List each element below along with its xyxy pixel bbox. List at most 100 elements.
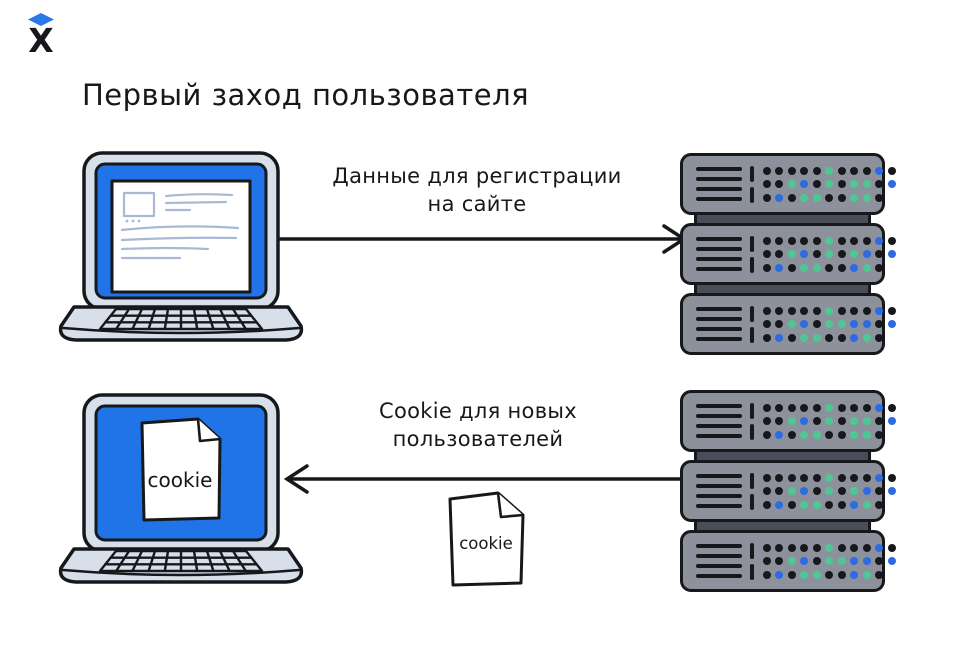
led-dot: [787, 180, 796, 188]
led-dot: [837, 166, 846, 175]
led-dot: [775, 473, 783, 482]
led-dot: [862, 570, 871, 579]
led-dot: [825, 306, 833, 315]
arrow-left: [281, 463, 693, 499]
vent-line: [696, 574, 742, 578]
led-dot: [800, 403, 808, 412]
led-dot: [887, 180, 896, 188]
led-dot: [775, 236, 783, 245]
led-dot: [887, 403, 896, 412]
server-led-panel: [762, 543, 896, 579]
led-dot: [875, 430, 883, 439]
led-dot: [762, 570, 771, 579]
led-dot: [787, 417, 796, 425]
led-dot: [875, 306, 883, 315]
led-dot: [875, 166, 883, 175]
led-dot: [812, 180, 821, 188]
led-dot: [825, 543, 833, 552]
led-dot: [812, 557, 821, 565]
led-dot: [837, 320, 846, 328]
divider-segment: [750, 256, 754, 273]
led-dot: [762, 473, 771, 482]
led-row: [762, 487, 896, 495]
led-dot: [787, 333, 796, 342]
led-dot: [775, 430, 783, 439]
vent-line: [696, 434, 742, 438]
led-dot: [862, 306, 871, 315]
led-dot: [812, 403, 821, 412]
led-dot: [762, 193, 771, 202]
led-dot: [862, 473, 871, 482]
led-dot: [887, 417, 896, 425]
vent-line: [696, 564, 742, 568]
led-dot: [837, 403, 846, 412]
vent-line: [696, 237, 742, 241]
led-dot: [837, 570, 846, 579]
led-dot: [800, 320, 808, 328]
led-dot: [837, 250, 846, 258]
led-dot: [775, 487, 783, 495]
led-dot: [800, 306, 808, 315]
cookie-document: cookie: [443, 489, 531, 595]
led-dot: [837, 236, 846, 245]
led-row: [762, 403, 896, 412]
server-led-panel: [762, 306, 896, 342]
server-divider: [750, 305, 754, 343]
led-row: [762, 193, 896, 202]
vent-line: [696, 167, 742, 171]
led-dot: [762, 417, 771, 425]
led-dot: [787, 557, 796, 565]
led-dot: [787, 320, 796, 328]
led-dot: [800, 543, 808, 552]
led-dot: [850, 193, 858, 202]
led-dot: [837, 473, 846, 482]
led-dot: [812, 193, 821, 202]
led-dot: [862, 430, 871, 439]
led-dot: [862, 557, 871, 565]
led-dot: [775, 543, 783, 552]
led-dot: [887, 306, 896, 315]
led-row: [762, 473, 896, 482]
led-dot: [775, 180, 783, 188]
led-dot: [875, 180, 883, 188]
led-dot: [825, 250, 833, 258]
led-dot: [850, 236, 858, 245]
led-dot: [762, 403, 771, 412]
led-dot: [850, 166, 858, 175]
led-dot: [837, 543, 846, 552]
logo-letter: X: [28, 21, 53, 56]
led-dot: [775, 320, 783, 328]
led-dot: [787, 166, 796, 175]
led-dot: [800, 263, 808, 272]
led-dot: [800, 570, 808, 579]
vent-line: [696, 307, 742, 311]
led-dot: [875, 557, 883, 565]
divider-segment: [750, 186, 754, 203]
led-dot: [862, 250, 871, 258]
led-dot: [850, 250, 858, 258]
server-led-panel: [762, 473, 896, 509]
led-dot: [850, 543, 858, 552]
led-dot: [787, 570, 796, 579]
server-vents-icon: [696, 167, 742, 201]
arrow-right: [278, 223, 690, 259]
led-dot: [887, 487, 896, 495]
led-dot: [775, 193, 783, 202]
divider-segment: [750, 165, 754, 182]
vent-line: [696, 267, 742, 271]
led-dot: [850, 500, 858, 509]
led-dot: [850, 417, 858, 425]
led-row: [762, 417, 896, 425]
led-dot: [775, 557, 783, 565]
led-dot: [825, 557, 833, 565]
led-dot: [837, 180, 846, 188]
divider-segment: [750, 326, 754, 343]
led-dot: [862, 180, 871, 188]
led-dot: [787, 430, 796, 439]
led-dot: [800, 236, 808, 245]
led-dot: [800, 417, 808, 425]
led-dot: [850, 487, 858, 495]
led-dot: [850, 557, 858, 565]
led-dot: [800, 487, 808, 495]
